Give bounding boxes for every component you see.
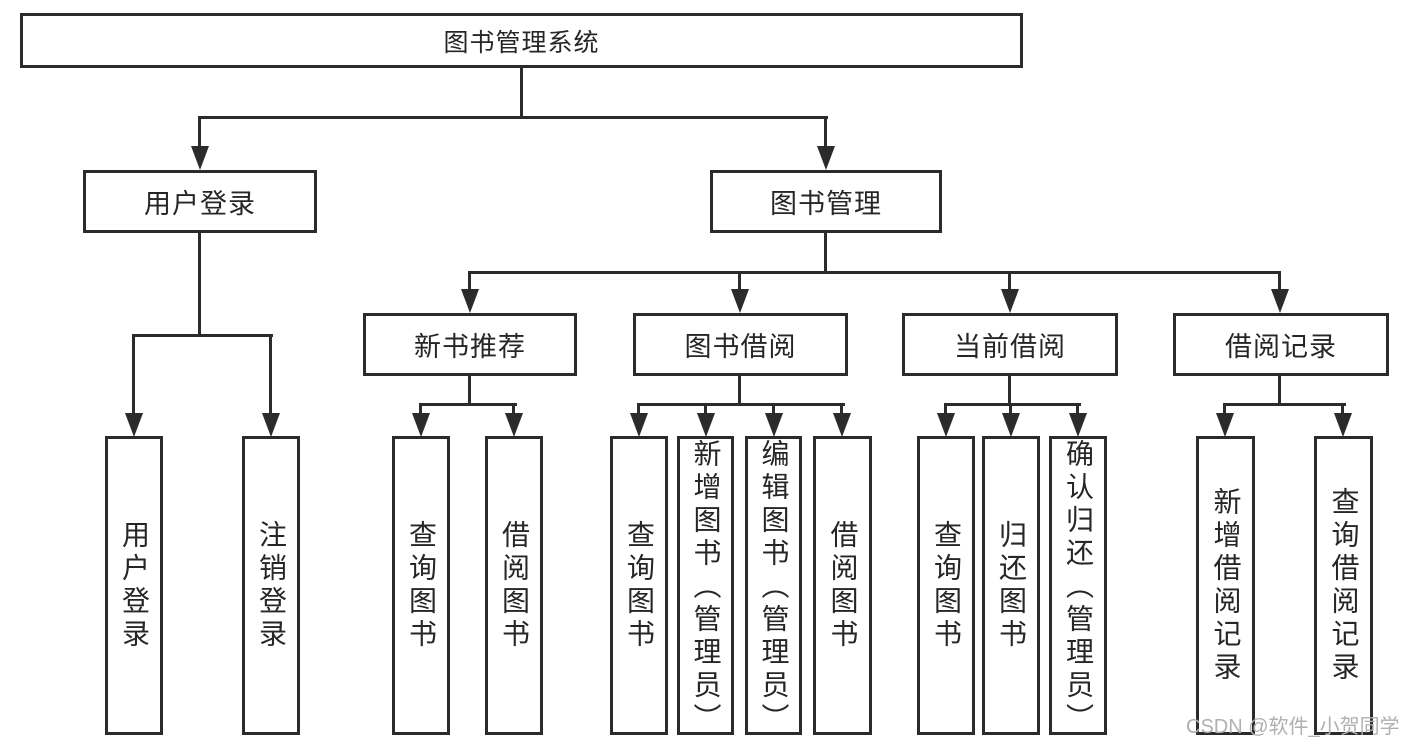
connector-leaf-stem [704, 403, 707, 415]
connector-leaf-stem [512, 403, 515, 415]
connector-leaf-stem [1341, 403, 1344, 415]
arrow-down-icon [833, 413, 851, 437]
connector-leaf-stem [419, 403, 422, 415]
arrow-down-icon [262, 413, 280, 437]
leaf-confirm-return-admin: 确认归还（管理员） [1049, 436, 1107, 736]
node-book-borrowing: 图书借阅 [633, 313, 848, 376]
connector-module-stem [1278, 271, 1281, 291]
arrow-down-icon [125, 413, 143, 437]
leaf-edit-books-admin-label: 编辑图书（管理员） [758, 439, 790, 736]
arrow-down-icon [937, 413, 955, 437]
arrow-down-icon [461, 289, 479, 313]
leaf-add-borrow-record-label: 新增借阅记录 [1210, 486, 1242, 685]
connector-module-stem [738, 271, 741, 291]
connector-leaf-stem [1076, 403, 1079, 415]
leaf-logout: 注销登录 [242, 436, 300, 735]
leaf-edit-books-admin: 编辑图书（管理员） [745, 436, 802, 736]
connector-leaf-stem [637, 403, 640, 415]
connector-borrowing-rail [637, 403, 845, 406]
leaf-query-books-current: 查询图书 [917, 436, 975, 735]
connector-records-drop [1278, 374, 1281, 406]
connector-leaf-stem [772, 403, 775, 415]
leaf-query-books-borrowing-label: 查询图书 [624, 519, 655, 652]
leaf-add-books-admin: 新增图书（管理员） [677, 436, 734, 736]
node-library-system: 图书管理系统 [20, 13, 1023, 68]
node-borrowing-records: 借阅记录 [1173, 313, 1389, 376]
connector-borrowing-drop [738, 374, 741, 406]
arrow-down-icon [1271, 289, 1289, 313]
connector-current-drop [1008, 374, 1011, 406]
arrow-down-icon [697, 413, 715, 437]
connector-user-rail [132, 334, 273, 337]
connector-records-rail [1223, 403, 1346, 406]
connector-leaf-stem [269, 334, 272, 415]
connector-level3-rail [468, 271, 1281, 274]
arrow-down-icon [630, 413, 648, 437]
arrow-down-icon [505, 413, 523, 437]
arrow-down-icon [1334, 413, 1352, 437]
node-new-book-recommend: 新书推荐 [363, 313, 577, 376]
connector-user-login-stem [198, 116, 201, 148]
leaf-user-login-label: 用户登录 [119, 519, 150, 652]
connector-leaf-stem [132, 334, 135, 415]
leaf-return-books-label: 归还图书 [996, 519, 1027, 652]
csdn-watermark: CSDN @软件_小贺同学 [1186, 716, 1400, 738]
connector-book-mgmt-stem [824, 116, 827, 148]
connector-module-stem [1008, 271, 1011, 291]
connector-recommend-rail [419, 403, 517, 406]
leaf-user-login: 用户登录 [105, 436, 163, 735]
connector-leaf-stem [1009, 403, 1012, 415]
arrow-down-icon [817, 146, 835, 170]
leaf-query-books-recommend-label: 查询图书 [406, 519, 437, 652]
leaf-add-books-admin-label: 新增图书（管理员） [690, 439, 722, 736]
leaf-query-borrow-record: 查询借阅记录 [1314, 436, 1373, 735]
connector-leaf-stem [1223, 403, 1226, 415]
connector-user-drop [198, 231, 201, 336]
arrow-down-icon [765, 413, 783, 437]
leaf-confirm-return-admin-label: 确认归还（管理员） [1063, 439, 1094, 736]
arrow-down-icon [1002, 413, 1020, 437]
leaf-add-borrow-record: 新增借阅记录 [1196, 436, 1255, 735]
leaf-query-books-borrowing: 查询图书 [610, 436, 668, 735]
leaf-logout-label: 注销登录 [256, 519, 287, 652]
node-current-borrowing: 当前借阅 [902, 313, 1118, 376]
connector-current-rail [944, 403, 1081, 406]
connector-leaf-stem [840, 403, 843, 415]
leaf-borrow-books-recommend-label: 借阅图书 [499, 519, 530, 652]
arrow-down-icon [191, 146, 209, 170]
leaf-query-books-current-label: 查询图书 [931, 519, 962, 652]
connector-mgmt-drop [824, 231, 827, 274]
leaf-query-borrow-record-label: 查询借阅记录 [1328, 486, 1360, 685]
arrow-down-icon [731, 289, 749, 313]
leaf-borrow-books-recommend: 借阅图书 [485, 436, 543, 735]
connector-root-drop [520, 66, 523, 118]
connector-leaf-stem [944, 403, 947, 415]
connector-module-stem [468, 271, 471, 291]
leaf-return-books: 归还图书 [982, 436, 1040, 735]
leaf-borrow-books-borrowing-label: 借阅图书 [827, 519, 859, 652]
node-user-login-branch: 用户登录 [83, 170, 317, 233]
leaf-borrow-books-borrowing: 借阅图书 [813, 436, 872, 735]
arrow-down-icon [1216, 413, 1234, 437]
arrow-down-icon [1069, 413, 1087, 437]
node-book-management: 图书管理 [710, 170, 942, 233]
connector-level2-rail [198, 116, 828, 119]
connector-recommend-drop [468, 374, 471, 406]
arrow-down-icon [1001, 289, 1019, 313]
leaf-query-books-recommend: 查询图书 [392, 436, 450, 735]
arrow-down-icon [412, 413, 430, 437]
